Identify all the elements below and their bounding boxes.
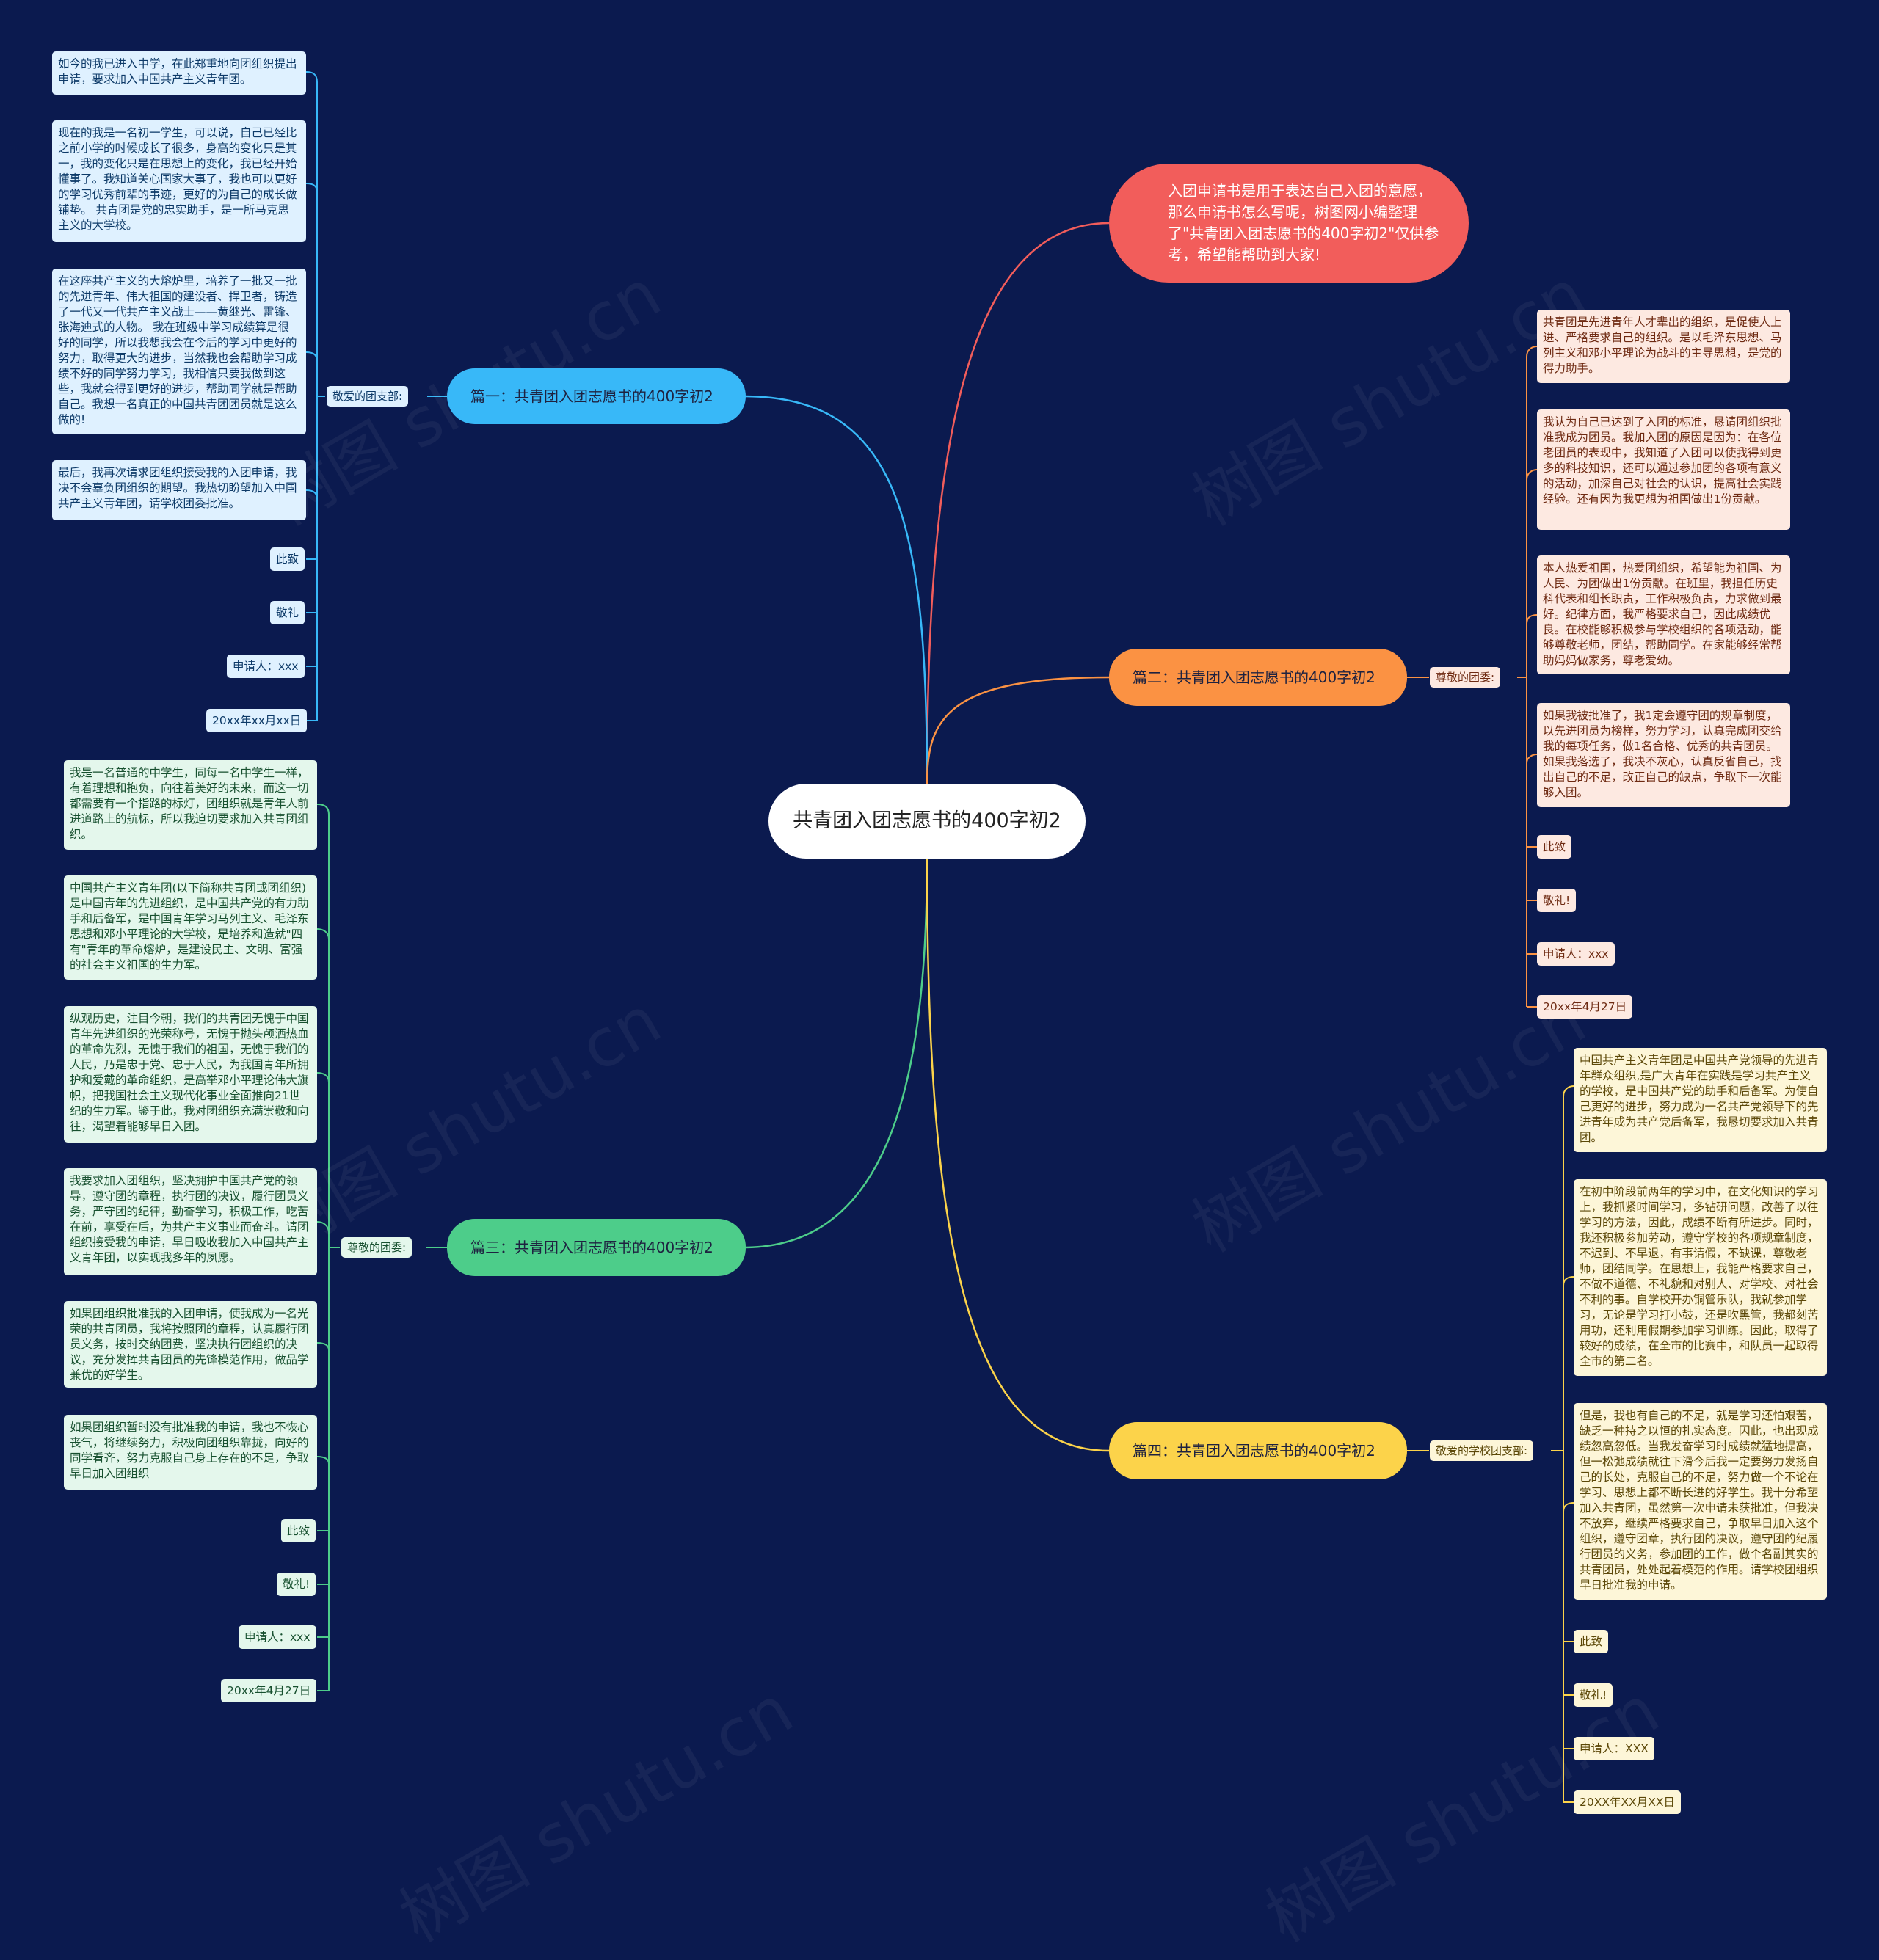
branch-2-applicant[interactable]: 申请人：xxx <box>1537 942 1615 966</box>
branch-2-topic[interactable]: 篇二：共青团入团志愿书的400字初2 <box>1109 649 1407 706</box>
branch-1-leaf[interactable]: 最后，我再次请求团组织接受我的入团申请，我决不会辜负团组织的期望。我热切盼望加入… <box>52 460 306 520</box>
branch-2-leaf[interactable]: 本人热爱祖国，热爱团组织，希望能为祖国、为人民、为团做出1份贡献。在班里，我担任… <box>1537 555 1790 674</box>
branch-3-topic[interactable]: 篇三：共青团入团志愿书的400字初2 <box>447 1219 746 1276</box>
branch-1-closing[interactable]: 敬礼 <box>270 601 305 624</box>
branch-1-leaf[interactable]: 在这座共产主义的大熔炉里，培养了一批又一批的先进青年、伟大祖国的建设者、捍卫者，… <box>52 269 306 434</box>
branch-3-leaf[interactable]: 我要求加入团组织，坚决拥护中国共产党的领导，遵守团的章程，执行团的决议，履行团员… <box>64 1168 317 1275</box>
branch-4-date[interactable]: 20XX年XX月XX日 <box>1574 1790 1681 1814</box>
branch-1-leaf[interactable]: 现在的我是一名初一学生，可以说，自己已经比之前小学的时候成长了很多，身高的变化只… <box>52 120 306 242</box>
branch-2-salutation[interactable]: 尊敬的团委: <box>1430 667 1501 688</box>
branch-4-topic[interactable]: 篇四：共青团入团志愿书的400字初2 <box>1109 1422 1407 1479</box>
edge-center-b4 <box>926 858 1110 1452</box>
branch-3-salutation[interactable]: 尊敬的团委: <box>341 1237 412 1258</box>
branch-1-leaf[interactable]: 如今的我已进入中学，在此郑重地向团组织提出申请，要求加入中国共产主义青年团。 <box>52 51 306 95</box>
branch-1-closing[interactable]: 此致 <box>270 547 305 571</box>
branch-2-leaf[interactable]: 我认为自己已达到了入团的标准，恳请团组织批准我成为团员。我加入团的原因是因为：在… <box>1537 409 1790 530</box>
branch-3-closing[interactable]: 敬礼! <box>277 1573 316 1596</box>
connector-lines <box>305 71 1574 1803</box>
branch-4-leaf[interactable]: 在初中阶段前两年的学习中，在文化知识的学习上，我抓紧时间学习，多钻研问题，改善了… <box>1574 1179 1827 1376</box>
edge-center-b3 <box>743 858 928 1249</box>
branch-4-leaf[interactable]: 但是，我也有自己的不足，就是学习还怕艰苦，缺乏一种持之以恒的扎实态度。因此，也出… <box>1574 1403 1827 1600</box>
branch-3-applicant[interactable]: 申请人：xxx <box>239 1625 316 1649</box>
branch-4-closing[interactable]: 敬礼! <box>1574 1683 1613 1707</box>
branch-2-leaf[interactable]: 如果我被批准了，我1定会遵守团的规章制度，以先进团员为榜样，努力学习，认真完成团… <box>1537 703 1790 807</box>
branch-3-leaf[interactable]: 如果团组织批准我的入团申请，使我成为一名光荣的共青团员，我将按照团的章程，认真履… <box>64 1301 317 1388</box>
edge-center-intro <box>926 222 1110 784</box>
branch-4-salutation[interactable]: 敬爱的学校团支部: <box>1430 1440 1534 1461</box>
edge-center-b1 <box>743 395 928 784</box>
branch-2-closing[interactable]: 此致 <box>1537 835 1572 859</box>
intro-node[interactable]: 入团申请书是用于表达自己入团的意愿，那么申请书怎么写呢，树图网小编整理了"共青团… <box>1109 164 1469 283</box>
central-topic[interactable]: 共青团入团志愿书的400字初2 <box>768 784 1086 859</box>
branch-4-applicant[interactable]: 申请人：XXX <box>1574 1737 1654 1760</box>
branch-3-leaf[interactable]: 我是一名普通的中学生，同每一名中学生一样，有着理想和抱负，向往着美好的未来，而这… <box>64 760 317 850</box>
branch-3-leaf[interactable]: 纵观历史，注目今朝，我们的共青团无愧于中国青年先进组织的光荣称号，无愧于抛头颅洒… <box>64 1006 317 1143</box>
branch-3-closing[interactable]: 此致 <box>281 1519 316 1542</box>
branch-1-topic[interactable]: 篇一：共青团入团志愿书的400字初2 <box>447 368 746 424</box>
branch-2-date[interactable]: 20xx年4月27日 <box>1537 995 1633 1019</box>
edge-center-b2 <box>926 676 1110 784</box>
branch-2-closing[interactable]: 敬礼! <box>1537 889 1577 912</box>
branch-3-date[interactable]: 20xx年4月27日 <box>221 1679 317 1702</box>
branch-1-date[interactable]: 20xx年xx月xx日 <box>206 709 308 732</box>
branch-4-closing[interactable]: 此致 <box>1574 1630 1609 1653</box>
branch-1-applicant[interactable]: 申请人：xxx <box>227 655 305 678</box>
branch-1-salutation[interactable]: 敬爱的团支部: <box>327 386 409 407</box>
branch-4-leaf[interactable]: 中国共产主义青年团是中国共产党领导的先进青年群众组织,是广大青年在实践是学习共产… <box>1574 1048 1827 1152</box>
branch-2-leaf[interactable]: 共青团是先进青年人才辈出的组织，是促使人上进、严格要求自己的组织。是以毛泽东思想… <box>1537 310 1790 383</box>
branch-3-leaf[interactable]: 如果团组织暂时没有批准我的申请，我也不恢心丧气，将继续努力，积极向团组织靠拢，向… <box>64 1415 317 1490</box>
branch-3-leaf[interactable]: 中国共产主义青年团(以下简称共青团或团组织)是中国青年的先进组织，是中国共产党的… <box>64 875 317 980</box>
